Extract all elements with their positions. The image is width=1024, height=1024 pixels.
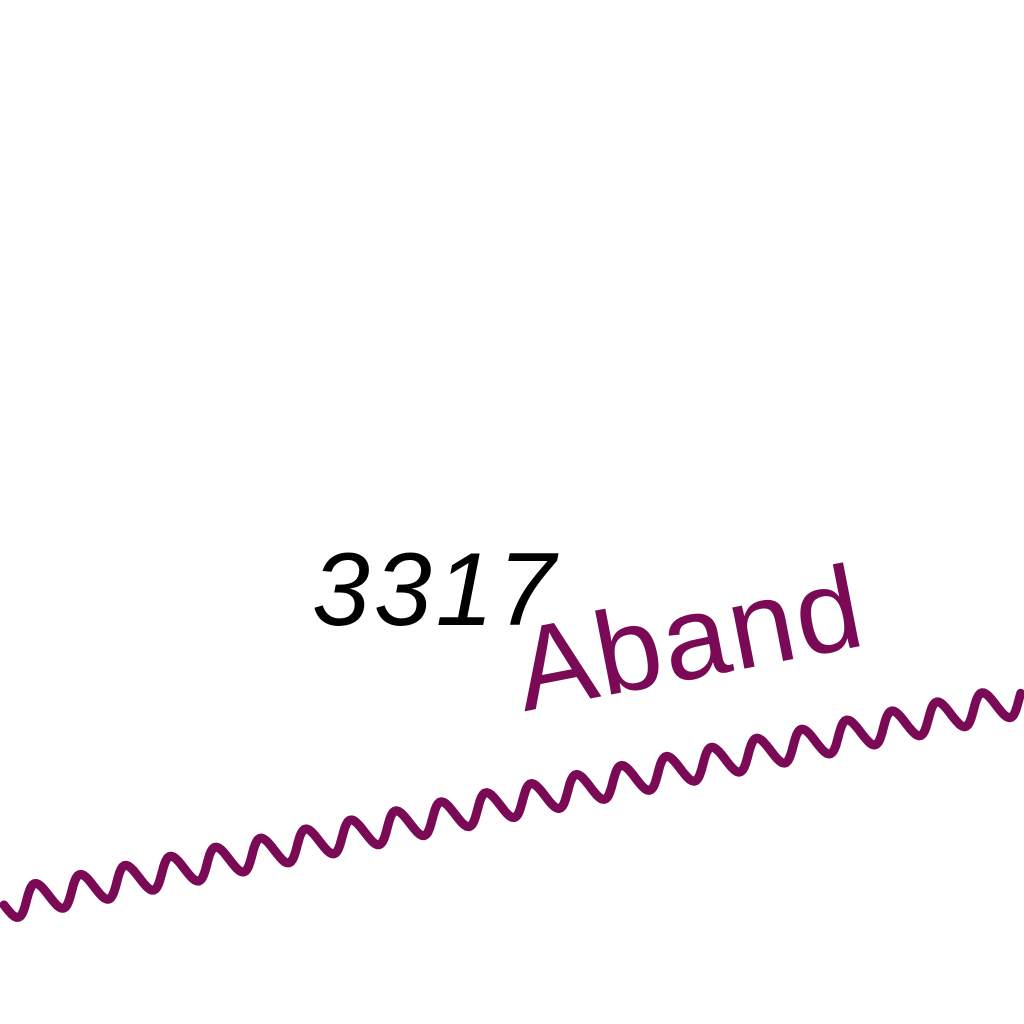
abandoned-railway-line: [0, 688, 1024, 922]
elevation-label: 3317: [312, 532, 560, 648]
